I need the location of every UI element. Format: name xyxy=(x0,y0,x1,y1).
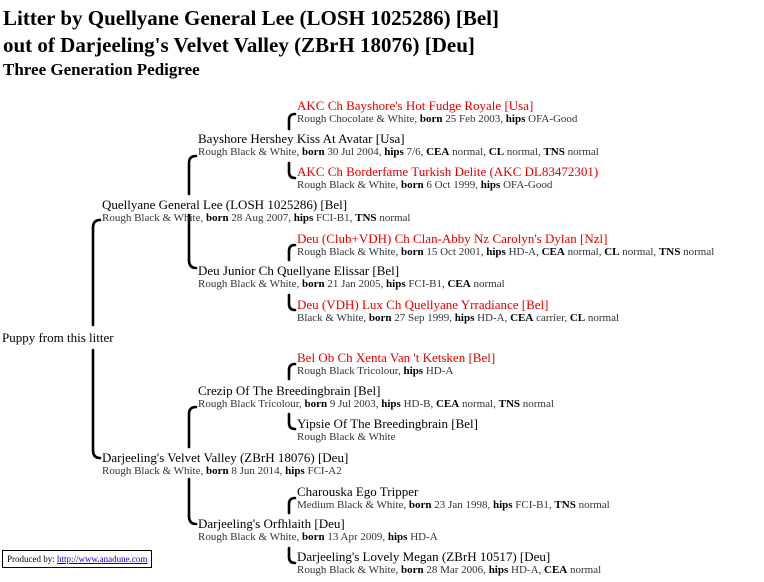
dog-name: Bel Ob Ch Xenta Van 't Ketsken [Bel] xyxy=(297,350,496,365)
dog-dam-sire: Crezip Of The Breedingbrain [Bel] Rough … xyxy=(198,383,554,411)
dog-sire-dam: Deu Junior Ch Quellyane Elissar [Bel] Ro… xyxy=(198,263,505,291)
dog-details: Rough Black Tricolour, hips HD-A xyxy=(297,365,454,377)
dog-dam-dam-dam: Darjeeling's Lovely Megan (ZBrH 10517) [… xyxy=(297,549,601,577)
dog-name: AKC Ch Borderfame Turkish Delite (AKC DL… xyxy=(297,164,599,179)
dog-sire-sire-dam: AKC Ch Borderfame Turkish Delite (AKC DL… xyxy=(297,164,598,192)
dog-sire-dam-dam: Deu (VDH) Lux Ch Quellyane Yrradiance [B… xyxy=(297,297,619,325)
produced-by-box: Produced by: http://www.anadune.com xyxy=(2,550,153,568)
dog-sire-sire: Bayshore Hershey Kiss At Avatar [Usa] Ro… xyxy=(198,131,599,159)
dog-sire: Quellyane General Lee (LOSH 1025286) [Be… xyxy=(102,197,410,225)
dog-dam-sire-sire: Bel Ob Ch Xenta Van 't Ketsken [Bel] Rou… xyxy=(297,350,495,378)
dog-details: Rough Black & White, born 28 Aug 2007, h… xyxy=(102,212,411,224)
produced-by-label: Produced by: xyxy=(7,554,55,564)
dog-details: Rough Black & White, born 6 Oct 1999, hi… xyxy=(297,179,553,191)
dog-details: Rough Black & White xyxy=(297,431,396,443)
dog-name: Crezip Of The Breedingbrain [Bel] xyxy=(198,383,381,398)
dog-details: Rough Black & White, born 13 Apr 2009, h… xyxy=(198,531,438,543)
dog-sire-sire-sire: AKC Ch Bayshore's Hot Fudge Royale [Usa]… xyxy=(297,98,577,126)
dog-details: Rough Black & White, born 8 Jun 2014, hi… xyxy=(102,465,342,477)
dog-name: Darjeeling's Lovely Megan (ZBrH 10517) [… xyxy=(297,549,551,564)
dog-name: Quellyane General Lee (LOSH 1025286) [Be… xyxy=(102,197,348,212)
dog-details: Rough Chocolate & White, born 25 Feb 200… xyxy=(297,113,578,125)
dog-name: Bayshore Hershey Kiss At Avatar [Usa] xyxy=(198,131,405,146)
title-line-1: Litter by Quellyane General Lee (LOSH 10… xyxy=(3,6,499,30)
produced-by-link[interactable]: http://www.anadune.com xyxy=(57,554,148,564)
dog-name: Darjeeling's Velvet Valley (ZBrH 18076) … xyxy=(102,450,349,465)
dog-name: Deu Junior Ch Quellyane Elissar [Bel] xyxy=(198,263,400,278)
puppy-label: Puppy from this litter xyxy=(2,330,114,345)
dog-details: Medium Black & White, born 23 Jan 1998, … xyxy=(297,499,610,511)
dog-name: Deu (Club+VDH) Ch Clan-Abby Nz Carolyn's… xyxy=(297,231,608,246)
dog-name: AKC Ch Bayshore's Hot Fudge Royale [Usa] xyxy=(297,98,534,113)
dog-dam-sire-dam: Yipsie Of The Breedingbrain [Bel] Rough … xyxy=(297,416,478,444)
dog-dam-dam: Darjeeling's Orfhlaith [Deu] Rough Black… xyxy=(198,516,438,544)
dog-name: Charouska Ego Tripper xyxy=(297,484,419,499)
pedigree-subtitle: Three Generation Pedigree xyxy=(3,60,200,79)
dog-details: Rough Black Tricolour, born 9 Jul 2003, … xyxy=(198,398,554,410)
dog-sire-dam-sire: Deu (Club+VDH) Ch Clan-Abby Nz Carolyn's… xyxy=(297,231,714,259)
dog-details: Black & White, born 27 Sep 1999, hips HD… xyxy=(297,312,620,324)
dog-details: Rough Black & White, born 30 Jul 2004, h… xyxy=(198,146,599,158)
dog-name: Darjeeling's Orfhlaith [Deu] xyxy=(198,516,345,531)
dog-dam-dam-sire: Charouska Ego Tripper Medium Black & Whi… xyxy=(297,484,610,512)
dog-name: Deu (VDH) Lux Ch Quellyane Yrradiance [B… xyxy=(297,297,549,312)
dog-name: Yipsie Of The Breedingbrain [Bel] xyxy=(297,416,478,431)
dog-details: Rough Black & White, born 21 Jan 2005, h… xyxy=(198,278,505,290)
dog-dam: Darjeeling's Velvet Valley (ZBrH 18076) … xyxy=(102,450,348,478)
dog-details: Rough Black & White, born 28 Mar 2006, h… xyxy=(297,564,602,576)
title-line-2: out of Darjeeling's Velvet Valley (ZBrH … xyxy=(3,33,475,57)
dog-details: Rough Black & White, born 15 Oct 2001, h… xyxy=(297,246,715,258)
